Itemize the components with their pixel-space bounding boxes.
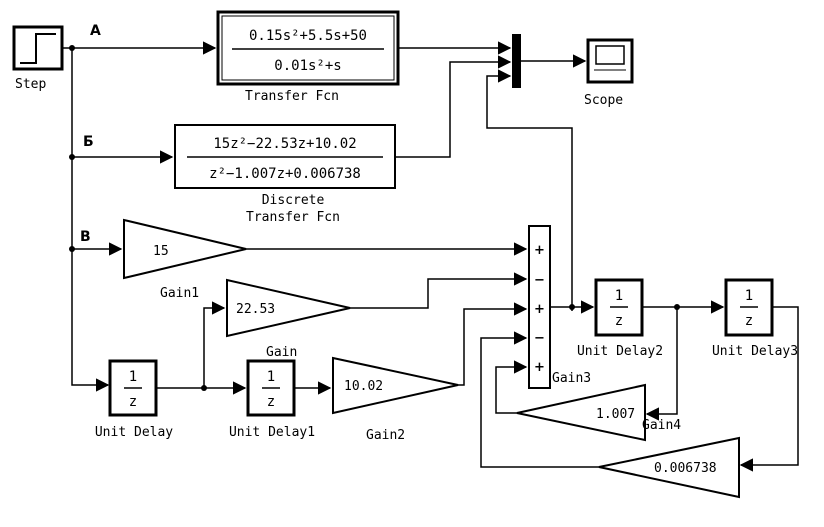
unit-delay-block[interactable]: 1 z Unit Delay (95, 359, 173, 440)
discrete-tf-denominator: z²−1.007z+0.006738 (209, 166, 361, 182)
unit-delay1-block[interactable]: 1 z Unit Delay1 (229, 359, 315, 440)
signal-label-v: В (80, 229, 91, 245)
gain1-block[interactable]: 22.53 Gain1 (160, 278, 351, 338)
unit-delay1-label: Unit Delay1 (229, 425, 315, 440)
discrete-transfer-fcn-block[interactable]: 15z²−22.53z+10.02 z²−1.007z+0.006738 Dis… (174, 124, 396, 225)
discrete-tf-label-line1: Discrete (262, 193, 325, 208)
gain5-value: 0.006738 (654, 461, 717, 476)
signal-lines (62, 41, 799, 472)
discrete-tf-numerator: 15z²−22.53z+10.02 (213, 136, 356, 152)
discrete-tf-label-line2: Transfer Fcn (246, 210, 340, 225)
gain-block[interactable]: 15 Gain (123, 218, 297, 360)
sum-block[interactable]: + − + − + Gain3 (528, 225, 591, 389)
sum-sign-5: + (534, 360, 545, 375)
unit-delay-den: z (129, 394, 137, 410)
unit-delay-num: 1 (129, 369, 137, 385)
gain1-label: Gain1 (160, 286, 199, 301)
unit-delay2-den: z (615, 313, 623, 329)
scope-screen-icon (595, 45, 625, 65)
gain-value: 15 (153, 244, 169, 259)
gain2-value: 10.02 (344, 379, 383, 394)
mux-block[interactable] (512, 34, 521, 88)
sum-sign-3: + (534, 302, 545, 317)
transfer-fcn-block[interactable]: 0.15s²+5.5s+50 0.01s²+s Transfer Fcn (216, 10, 400, 104)
junction-dots (69, 45, 680, 391)
gain3-label: Gain3 (552, 371, 591, 386)
sum-sign-1: + (534, 243, 545, 258)
gain4-label: Gain4 (642, 418, 681, 433)
signal-label-b: Б (83, 134, 94, 150)
unit-delay2-num: 1 (615, 288, 623, 304)
scope-block[interactable]: Scope (584, 38, 634, 108)
gain2-block[interactable]: 10.02 Gain2 (332, 356, 459, 443)
transfer-fcn-label: Transfer Fcn (245, 89, 339, 104)
unit-delay2-block[interactable]: 1 z Unit Delay2 (577, 278, 663, 359)
step-label: Step (15, 77, 46, 92)
gain4-block[interactable]: 1.007 Gain4 (516, 383, 681, 442)
gain5-block[interactable]: 0.006738 (598, 436, 740, 499)
unit-delay3-num: 1 (745, 288, 753, 304)
gain4-value: 1.007 (596, 407, 635, 422)
unit-delay-label: Unit Delay (95, 425, 173, 440)
sum-sign-2: − (534, 273, 545, 288)
unit-delay1-num: 1 (267, 369, 275, 385)
transfer-fcn-denominator: 0.01s²+s (274, 58, 341, 74)
unit-delay3-label: Unit Delay3 (712, 344, 798, 359)
gain2-label: Gain2 (366, 428, 405, 443)
sum-sign-4: − (534, 331, 545, 346)
signal-label-a: А (90, 23, 101, 39)
step-icon (20, 33, 56, 64)
scope-label: Scope (584, 93, 623, 108)
unit-delay2-label: Unit Delay2 (577, 344, 663, 359)
transfer-fcn-numerator: 0.15s²+5.5s+50 (249, 28, 367, 44)
step-block[interactable]: Step (12, 25, 64, 92)
unit-delay1-den: z (267, 394, 275, 410)
unit-delay3-den: z (745, 313, 753, 329)
unit-delay3-block[interactable]: 1 z Unit Delay3 (712, 278, 798, 359)
gain1-value: 22.53 (236, 302, 275, 317)
gain-label: Gain (266, 345, 297, 360)
